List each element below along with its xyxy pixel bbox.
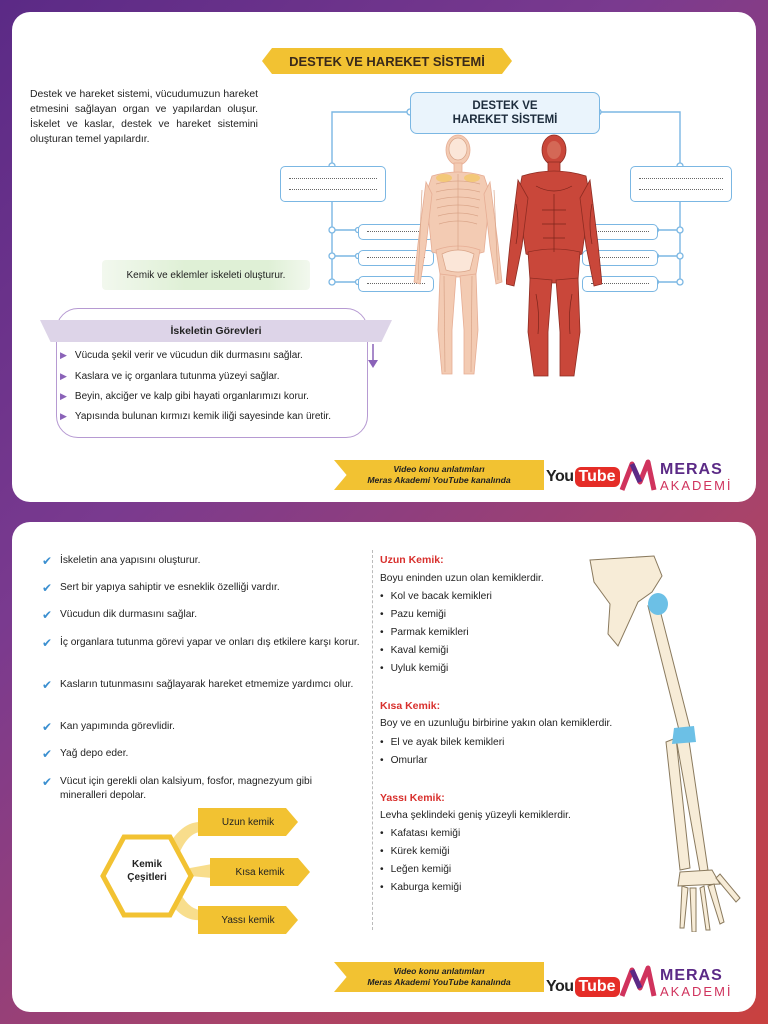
video-banner-text: Video konu anlatımları Meras Akademi You…	[367, 966, 511, 987]
list-item: Kürek kemiği	[380, 846, 450, 857]
list-item: ✔Kan yapımında görevlidir.	[42, 720, 175, 734]
long-bone-desc: Boyu eninden uzun olan kemiklerdir.	[380, 573, 544, 584]
page-bottom-card: ✔İskeletin ana yapısını oluşturur. ✔Sert…	[12, 522, 756, 1012]
check-icon: ✔	[42, 747, 53, 761]
list-item: ✔Kasların tutunmasını sağlayarak hareket…	[42, 678, 354, 692]
video-banner[interactable]: Video konu anlatımları Meras Akademi You…	[334, 962, 544, 992]
video-banner[interactable]: Video konu anlatımları Meras Akademi You…	[334, 460, 544, 490]
muscle-illustration	[506, 134, 602, 377]
list-item: Kaval kemiği	[380, 645, 449, 656]
duty-item: ▶ Yapısında bulunan kırmızı kemik iliği …	[60, 411, 331, 422]
bone-note: Kemik ve eklemler iskeleti oluşturur.	[102, 260, 310, 290]
list-item: Kaburga kemiği	[380, 882, 462, 893]
page-top-card: DESTEK VE HAREKET SİSTEMİ Destek ve hare…	[12, 12, 756, 502]
duty-item: ▶ Beyin, akciğer ve kalp gibi hayati org…	[60, 391, 309, 402]
arrow-right-icon: ▶	[60, 350, 67, 360]
check-icon: ✔	[42, 720, 53, 734]
bone-type-flat-tag: Yassı kemik	[198, 906, 298, 934]
page-title-banner: DESTEK VE HAREKET SİSTEMİ	[262, 48, 512, 74]
skeleton-duties-title: İskeletin Görevleri	[170, 325, 262, 337]
check-icon: ✔	[42, 636, 53, 650]
check-icon: ✔	[42, 678, 53, 692]
flat-bone-title: Yassı Kemik:	[380, 792, 445, 804]
list-item: Leğen kemiği	[380, 864, 452, 875]
list-item: Pazu kemiği	[380, 609, 447, 620]
list-item: Uyluk kemiği	[380, 663, 449, 674]
arrow-right-icon: ▶	[60, 371, 67, 381]
bone-type-long-tag: Uzun kemik	[198, 808, 298, 836]
meras-logo-icon	[619, 965, 657, 997]
arm-bone-illustration	[589, 555, 741, 932]
list-item: ✔Sert bir yapıya sahiptir ve esneklik öz…	[42, 581, 280, 595]
bone-type-short-tag: Kısa kemik	[210, 858, 310, 886]
arrow-right-icon: ▶	[60, 411, 67, 421]
list-item: ✔Vücudun dik durmasını sağlar.	[42, 608, 198, 622]
meras-logo-icon	[619, 459, 657, 491]
list-item: El ve ayak bilek kemikleri	[380, 737, 505, 748]
meras-brand: MERAS AKADEMİ	[660, 461, 733, 494]
check-icon: ✔	[42, 608, 53, 622]
list-item: ✔Vücut için gerekli olan kalsiyum, fosfo…	[42, 775, 312, 801]
concept-map-root-label: DESTEK VE HAREKET SİSTEMİ	[452, 100, 558, 126]
intro-paragraph: Destek ve hareket sistemi, vücudumuzun h…	[30, 89, 258, 145]
blank-box-right-2[interactable]	[582, 250, 658, 266]
column-divider	[372, 550, 374, 930]
check-icon: ✔	[42, 775, 53, 789]
duty-item: ▶ Vücuda şekil verir ve vücudun dik durm…	[60, 350, 303, 361]
bone-types-label: Kemik Çeşitleri	[127, 859, 167, 883]
video-banner-text: Video konu anlatımları Meras Akademi You…	[367, 464, 511, 485]
concept-map-root: DESTEK VE HAREKET SİSTEMİ	[410, 92, 600, 134]
skeleton-duties-header: İskeletin Görevleri	[40, 320, 392, 342]
blank-box-muscles[interactable]	[630, 166, 732, 202]
bone-types-hexagon	[100, 834, 194, 918]
concept-map-connectors	[328, 108, 684, 286]
list-item: Kafatası kemiği	[380, 828, 461, 839]
skeleton-duties-frame	[56, 308, 368, 438]
list-item: ✔İskeletin ana yapısını oluşturur.	[42, 554, 201, 568]
youtube-logo[interactable]: You Tube	[546, 977, 620, 997]
meras-brand: MERAS AKADEMİ	[660, 967, 733, 1000]
list-item: Kol ve bacak kemikleri	[380, 591, 492, 602]
short-bone-desc: Boy ve en uzunluğu birbirine yakın olan …	[380, 718, 613, 729]
bone-note-text: Kemik ve eklemler iskeleti oluşturur.	[126, 269, 286, 281]
list-item: ✔Yağ depo eder.	[42, 747, 129, 761]
youtube-logo[interactable]: You Tube	[546, 467, 620, 487]
blank-box-left-2[interactable]	[358, 250, 434, 266]
arrow-right-icon: ▶	[60, 391, 67, 401]
flat-bone-desc: Levha şeklindeki geniş yüzeyli kemiklerd…	[380, 810, 571, 821]
skeleton-illustration	[413, 134, 503, 375]
arrow-down-icon	[368, 344, 378, 368]
short-bone-title: Kısa Kemik:	[380, 700, 441, 712]
long-bone-title: Uzun Kemik:	[380, 554, 444, 566]
duty-item: ▶ Kaslara ve iç organlara tutunma yüzeyi…	[60, 371, 280, 382]
page-title: DESTEK VE HAREKET SİSTEMİ	[289, 53, 485, 69]
check-icon: ✔	[42, 581, 53, 595]
list-item: Omurlar	[380, 755, 428, 766]
list-item: Parmak kemikleri	[380, 627, 469, 638]
list-item: ✔İç organlara tutunma görevi yapar ve on…	[42, 636, 360, 650]
check-icon: ✔	[42, 554, 53, 568]
blank-box-skeleton[interactable]	[280, 166, 386, 202]
